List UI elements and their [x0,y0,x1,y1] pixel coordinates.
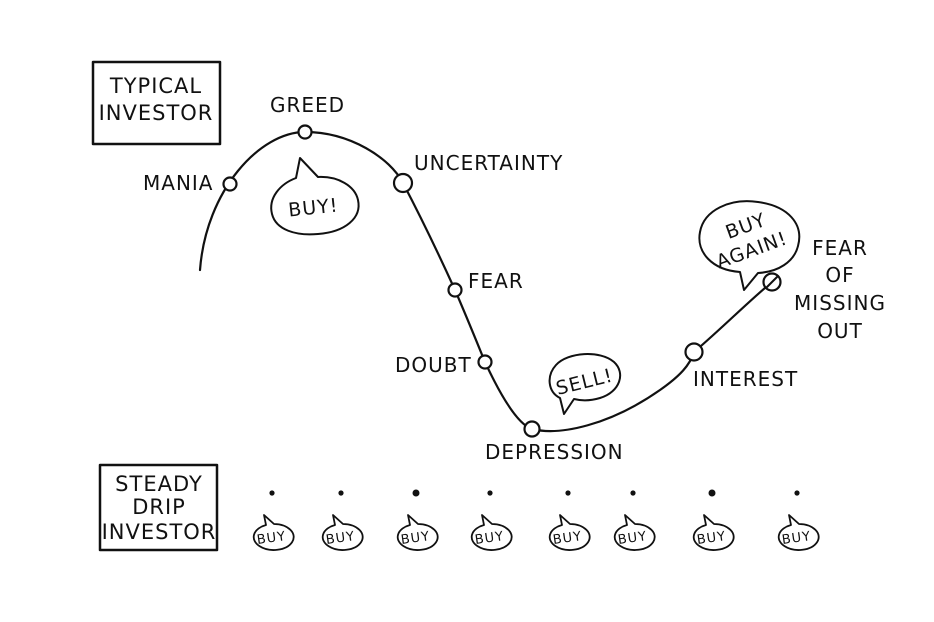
node-fomo [762,272,782,292]
drip-buy-8: BUY [777,490,820,551]
steady-drip-line-3: INVESTOR [102,520,217,544]
steady-drip-line-2: DRIP [132,495,186,519]
drip-drop [487,490,493,496]
steady-drip-line-1: STEADY [115,472,203,496]
label-fear-of-missing-out: FEAR OF MISSING OUT [794,236,886,343]
typical-investor-box: TYPICAL INVESTOR [91,60,222,146]
node-depression [523,420,541,438]
typical-investor-line-1: TYPICAL [109,74,202,98]
drip-buy-4: BUY [470,490,513,551]
fomo-line-1: FEAR [812,236,868,260]
drip-buy-3: BUY [396,489,439,551]
label-greed: GREED [270,93,345,117]
steady-drip-buy-row: BUY BUY BUY BUY BUY BUY BUY BUY [252,489,820,551]
typical-investor-line-2: INVESTOR [99,101,214,125]
node-mania [222,176,238,192]
drip-bubble-text: BUY [552,529,583,548]
drip-drop [338,490,344,496]
fomo-line-3: MISSING [794,291,886,315]
drip-buy-6: BUY [613,490,656,551]
drip-bubble [613,514,656,551]
drip-bubble-text: BUY [325,529,356,548]
drip-drop [269,490,275,496]
drip-bubble [321,514,364,551]
buy-speech-bubble: BUY! [270,157,360,236]
drip-bubble [692,514,735,551]
drip-buy-5: BUY [548,490,591,551]
drip-drop [708,489,716,497]
label-uncertainty: UNCERTAINTY [414,151,563,175]
fomo-line-4: OUT [817,319,863,343]
label-interest: INTEREST [693,367,798,391]
label-depression: DEPRESSION [485,440,624,464]
label-doubt: DOUBT [395,353,472,377]
drip-bubble-text: BUY [256,529,287,548]
node-uncertainty [392,172,414,194]
steady-drip-investor-box: STEADY DRIP INVESTOR [98,463,219,552]
drip-bubble-text: BUY [617,529,648,548]
drip-drop [630,490,636,496]
drip-buy-7: BUY [692,489,735,551]
drip-bubble [252,514,295,551]
drip-bubble-text: BUY [696,529,727,548]
node-fear [447,282,463,298]
drip-drop [565,490,571,496]
label-mania: MANIA [143,171,213,195]
buy-bubble-text: BUY! [287,194,339,221]
drip-buy-2: BUY [321,490,364,551]
node-greed [297,124,313,140]
node-interest [684,342,704,362]
drip-bubble [777,514,820,551]
drip-bubble [548,514,591,551]
fomo-line-2: OF [825,263,854,287]
drip-bubble-text: BUY [781,529,812,548]
drip-buy-1: BUY [252,490,295,551]
drip-bubble [396,514,439,551]
drip-drop [412,489,420,497]
label-fear: FEAR [468,269,524,293]
sell-speech-bubble: SELL! [548,353,622,415]
drip-drop [794,490,800,496]
node-doubt [477,354,493,370]
buy-again-speech-bubble: BUY AGAIN! [698,200,801,291]
drip-bubble [470,514,513,551]
drip-bubble-text: BUY [400,529,431,548]
drip-bubble-text: BUY [474,529,505,548]
